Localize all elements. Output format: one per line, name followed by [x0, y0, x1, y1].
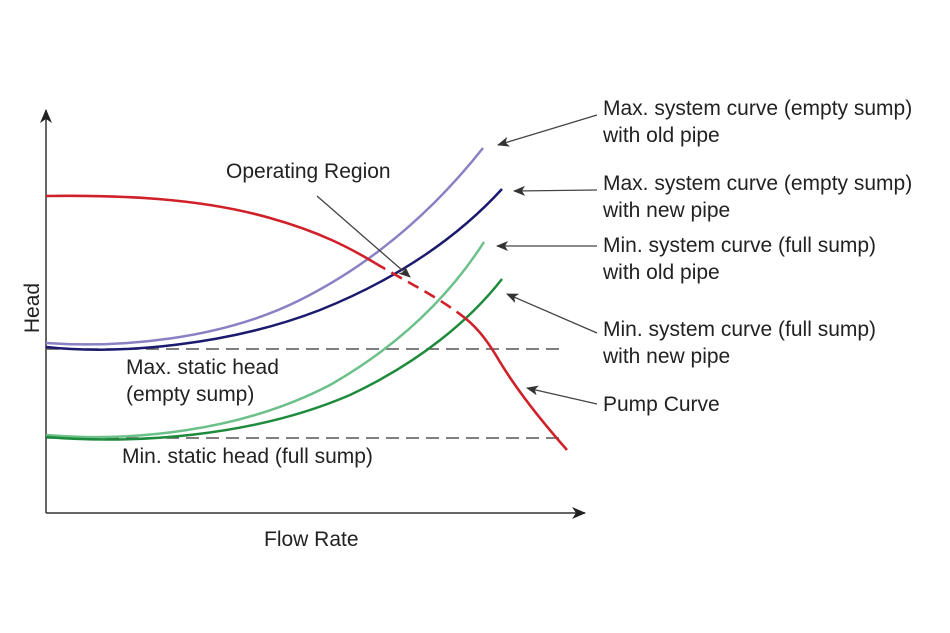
pump-curve-arrow	[526, 385, 598, 405]
pump-curve-operating-region	[374, 261, 466, 320]
curve3-label-line1: Min. system curve (full sump)	[603, 234, 877, 257]
pump-curve-upper	[45, 194, 376, 265]
curve4-label: Min. system curve (full sump) with new p…	[603, 316, 876, 370]
max-static-head-label: Max. static head (empty sump)	[126, 354, 279, 408]
operating-region-arrow	[316, 195, 411, 278]
curve4-label-line2: with new pipe	[603, 345, 731, 368]
y-axis-label: Head	[21, 282, 44, 334]
curve2-arrow	[513, 185, 598, 196]
max-system-curve-old-pipe	[45, 147, 484, 346]
curve3-label-line2: with old pipe	[603, 261, 720, 284]
curve2-label: Max. system curve (empty sump) with new …	[603, 170, 912, 224]
max-system-curve-new-pipe	[45, 188, 503, 351]
min-system-curve-new-pipe	[45, 278, 503, 441]
pump-curve-label: Pump Curve	[603, 393, 720, 416]
curve3-label: Min. system curve (full sump) with old p…	[603, 232, 876, 286]
max-static-head-line1: Max. static head	[126, 356, 279, 379]
curve1-label-line1: Max. system curve (empty sump)	[603, 97, 913, 120]
pump-curve-lower	[464, 316, 568, 451]
operating-region-label: Operating Region	[226, 160, 391, 183]
x-axis-label: Flow Rate	[264, 528, 359, 551]
curve2-label-line2: with new pipe	[603, 199, 731, 222]
max-static-head-line2: (empty sump)	[126, 383, 255, 406]
curve1-label: Max. system curve (empty sump) with old …	[603, 95, 912, 149]
min-static-head-label: Min. static head (full sump)	[122, 445, 373, 468]
curve1-arrow	[497, 114, 598, 147]
curve4-label-line1: Min. system curve (full sump)	[603, 318, 877, 341]
min-system-curve-old-pipe	[45, 241, 486, 439]
curve2-label-line1: Max. system curve (empty sump)	[603, 172, 913, 195]
curve4-arrow	[506, 293, 598, 334]
curve1-label-line2: with old pipe	[603, 124, 720, 147]
